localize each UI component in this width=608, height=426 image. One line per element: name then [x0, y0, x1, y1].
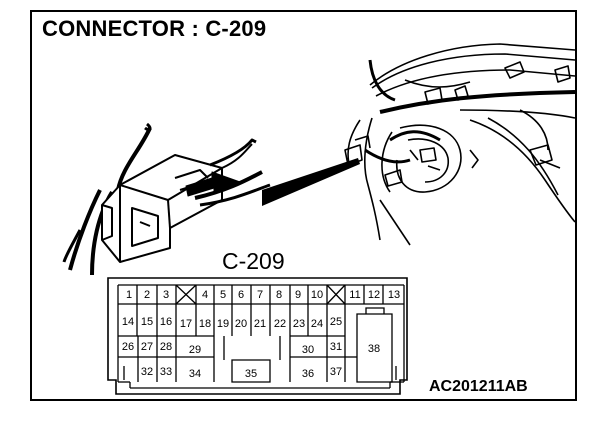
pin-label: 7 [257, 289, 263, 301]
pin-label: 26 [122, 341, 134, 353]
diagram-title: CONNECTOR : C-209 [42, 16, 267, 41]
connector-face [107, 277, 408, 395]
pin-label: 32 [141, 366, 153, 378]
pin-label: 33 [160, 366, 172, 378]
pin-label: 20 [235, 318, 247, 330]
pin-label: 35 [245, 368, 257, 380]
connector-label: C-209 [222, 248, 285, 274]
pin-labels: 1 2 3 4 5 6 7 8 9 10 11 12 13 14 15 16 1… [122, 289, 400, 380]
pin-label: 5 [220, 289, 226, 301]
pin-label: 1 [126, 289, 132, 301]
pin-label: 23 [293, 318, 305, 330]
connector-illustration [62, 122, 271, 276]
pin-label: 4 [202, 289, 208, 301]
pin-label: 29 [189, 344, 201, 356]
pin-label: 8 [276, 289, 282, 301]
pin-label: 13 [388, 289, 400, 301]
pin-label: 16 [160, 316, 172, 328]
pin-label: 17 [180, 318, 192, 330]
pin-label: 11 [349, 289, 360, 301]
pin-label: 3 [163, 289, 169, 301]
pin-label: 27 [141, 341, 153, 353]
pin-label: 21 [254, 318, 266, 330]
pin-label: 25 [330, 316, 342, 328]
pin-label: 10 [311, 289, 323, 301]
pin-label: 18 [199, 318, 211, 330]
pin-label: 19 [217, 318, 229, 330]
pin-label: 37 [330, 366, 342, 378]
vehicle-dashboard-illustration [344, 43, 576, 246]
figure-code: AC201211AB [429, 378, 528, 395]
pin-label: 24 [311, 318, 323, 330]
pin-label: 31 [330, 341, 342, 353]
pin-label: 36 [302, 368, 314, 380]
pin-label: 2 [144, 289, 150, 301]
pin-label: 38 [368, 343, 380, 355]
pin-label: 30 [302, 344, 314, 356]
pin-label: 12 [368, 289, 380, 301]
pin-label: 22 [274, 318, 286, 330]
diagram-frame [30, 10, 577, 401]
pin-label: 6 [238, 289, 244, 301]
pointer-wedge [262, 158, 360, 206]
pin-label: 14 [122, 316, 134, 328]
pin-label: 28 [160, 341, 172, 353]
pin-label: 15 [141, 316, 153, 328]
pin-label: 34 [189, 368, 201, 380]
pin-label: 9 [295, 289, 301, 301]
